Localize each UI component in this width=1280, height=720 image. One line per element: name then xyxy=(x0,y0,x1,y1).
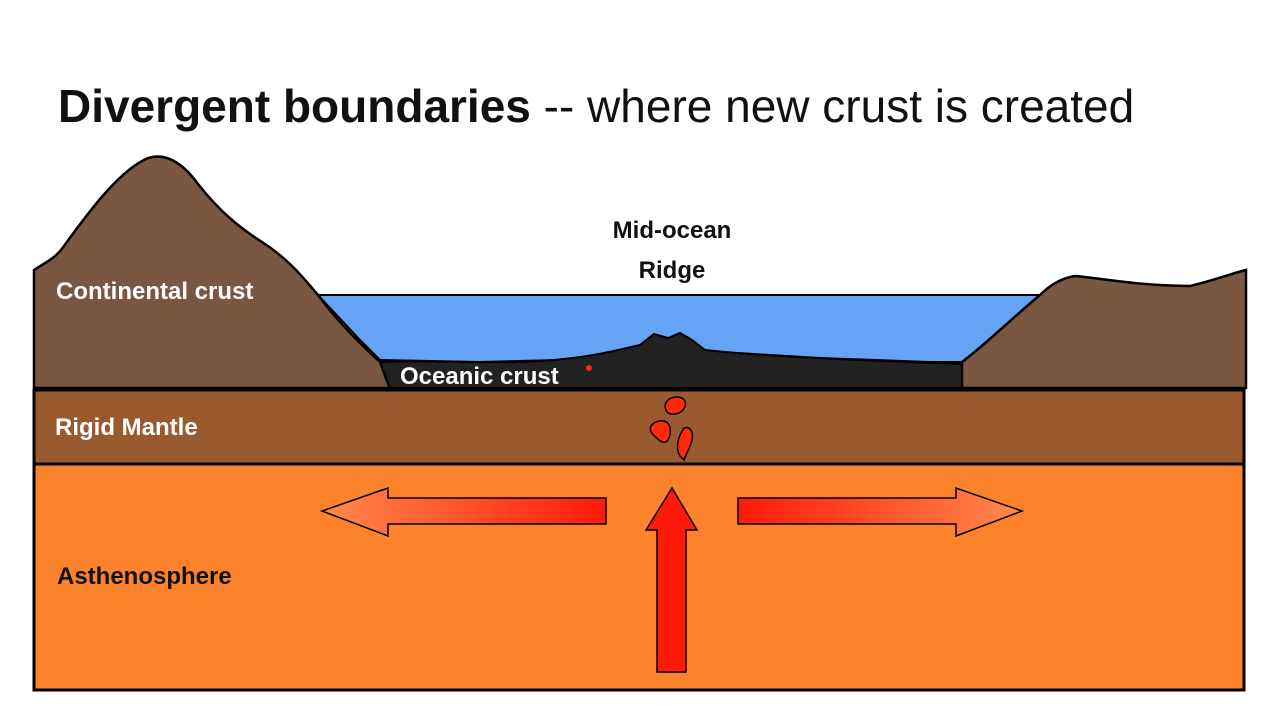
magma-dot xyxy=(586,365,592,371)
oceanic-crust-label: Oceanic crust xyxy=(400,363,559,390)
mid-ocean-label-line1: Mid-ocean xyxy=(613,217,732,244)
rigid-mantle-label: Rigid Mantle xyxy=(55,414,198,441)
left-continental-crust xyxy=(34,157,390,388)
mid-ocean-label-line2: Ridge xyxy=(639,257,706,284)
rigid-mantle-layer xyxy=(34,390,1244,464)
continental-crust-label: Continental crust xyxy=(56,278,253,305)
right-continental-crust xyxy=(962,270,1246,388)
asthenosphere-label: Asthenosphere xyxy=(57,563,232,590)
